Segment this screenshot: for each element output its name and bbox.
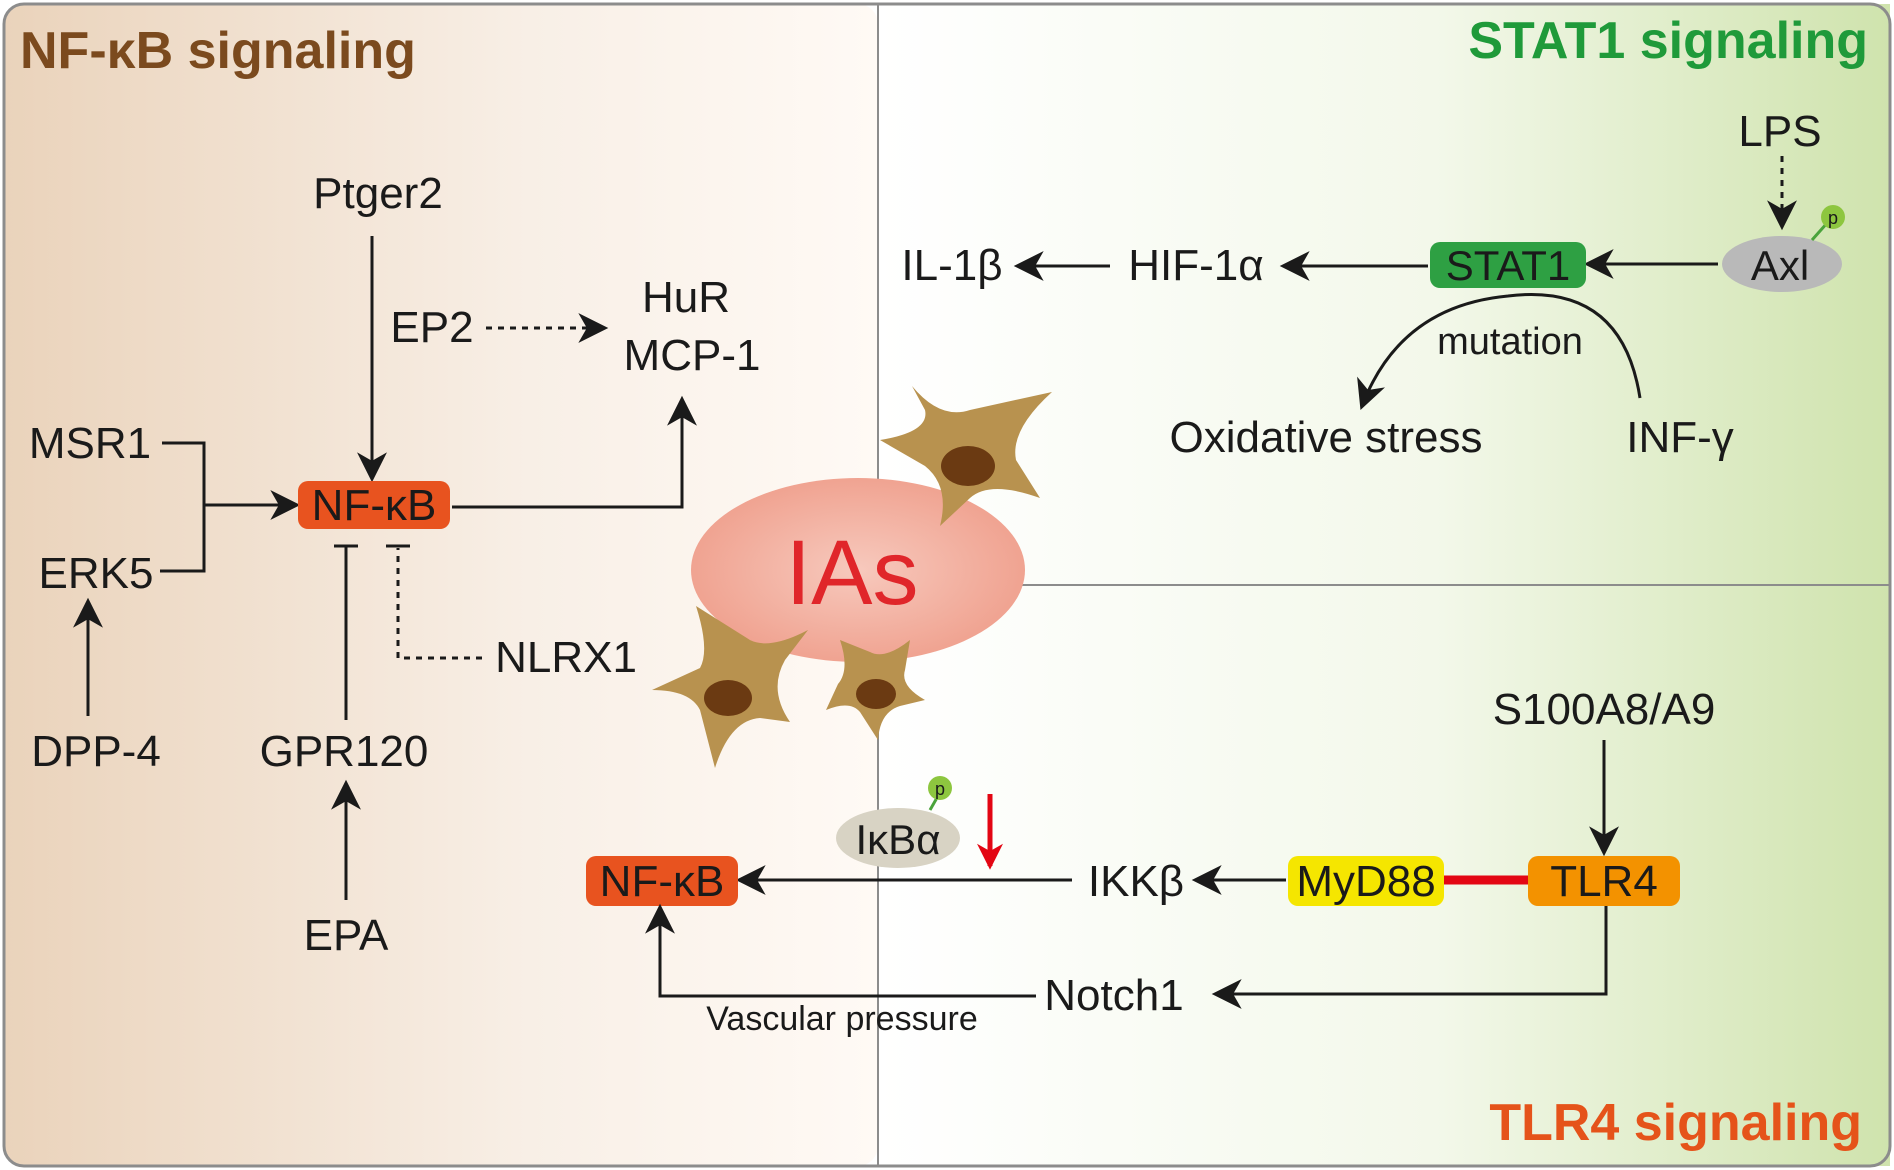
myd88-node-box (1288, 856, 1444, 906)
vascular-pressure-label: Vascular pressure (706, 1000, 978, 1038)
hif1a-label: HIF-1α (1128, 241, 1263, 290)
tlr4-node-box (1528, 856, 1680, 906)
stat1-node-label: STAT1 (1446, 242, 1570, 289)
ikba-phospho-icon (928, 776, 952, 800)
tlr4-panel-title: TLR4 signaling (1489, 1094, 1862, 1152)
epa-label: EPA (304, 911, 389, 960)
stat1-panel-title: STAT1 signaling (1468, 12, 1868, 70)
nfkb-node-label: NF-κB (312, 481, 437, 530)
ikba-label: IκBα (856, 816, 941, 863)
cell-top (880, 386, 1052, 526)
mcp1-label: MCP-1 (624, 331, 761, 380)
nfkb-panel-title: NF-κB signaling (20, 22, 416, 80)
axl-node (1722, 236, 1842, 292)
erk5-label: ERK5 (39, 549, 154, 598)
axl-phospho-icon (1821, 205, 1845, 229)
axl-label: Axl (1751, 242, 1809, 289)
ikba-phospho-label: p (935, 779, 945, 799)
msr1-label: MSR1 (29, 419, 151, 468)
gpr120-label: GPR120 (260, 727, 429, 776)
tlr4-node-label: TLR4 (1550, 857, 1658, 906)
ikba-node (836, 808, 960, 868)
hur-label: HuR (642, 273, 730, 322)
tlr4-to-notch1-arrow (1211, 906, 1608, 1009)
msr1-erk5-bracket (160, 441, 206, 573)
inf-gamma-label: INF-γ (1626, 413, 1734, 462)
cell-left-nucleus (704, 680, 752, 716)
mutation-label: mutation (1437, 321, 1583, 363)
cell-top-nucleus (941, 446, 995, 486)
cell-left (652, 606, 808, 768)
notch1-label: Notch1 (1044, 971, 1183, 1020)
cell-right (826, 640, 925, 740)
il1b-label: IL-1β (901, 241, 1002, 290)
lps-label: LPS (1738, 107, 1821, 156)
inf-gamma-to-oxidative-stress-arrow (1357, 293, 1642, 411)
myd88-node-label: MyD88 (1296, 857, 1435, 906)
notch1-to-nfkb-arrow (645, 903, 1036, 998)
nfkb-node-box (298, 481, 450, 529)
cell-right-nucleus (856, 679, 896, 709)
s100-label: S100A8/A9 (1493, 685, 1716, 734)
dpp4-label: DPP-4 (31, 727, 161, 776)
nfkb-to-mcp1-arrow (452, 395, 697, 509)
tlr4-nfkb-node-box (586, 856, 738, 906)
axl-phospho-label: p (1828, 208, 1838, 228)
ep2-label: EP2 (390, 303, 473, 352)
nlrx1-inhibits-nfkb (396, 548, 482, 660)
ikkb-label: IKKβ (1088, 857, 1184, 906)
nlrx1-label: NLRX1 (495, 633, 637, 682)
oxidative-stress-label: Oxidative stress (1170, 413, 1483, 462)
tlr4-nfkb-node-label: NF-κB (600, 857, 725, 906)
ptger2-label: Ptger2 (313, 169, 443, 218)
ias-label: IAs (786, 522, 919, 624)
stat1-node-box (1430, 242, 1586, 288)
